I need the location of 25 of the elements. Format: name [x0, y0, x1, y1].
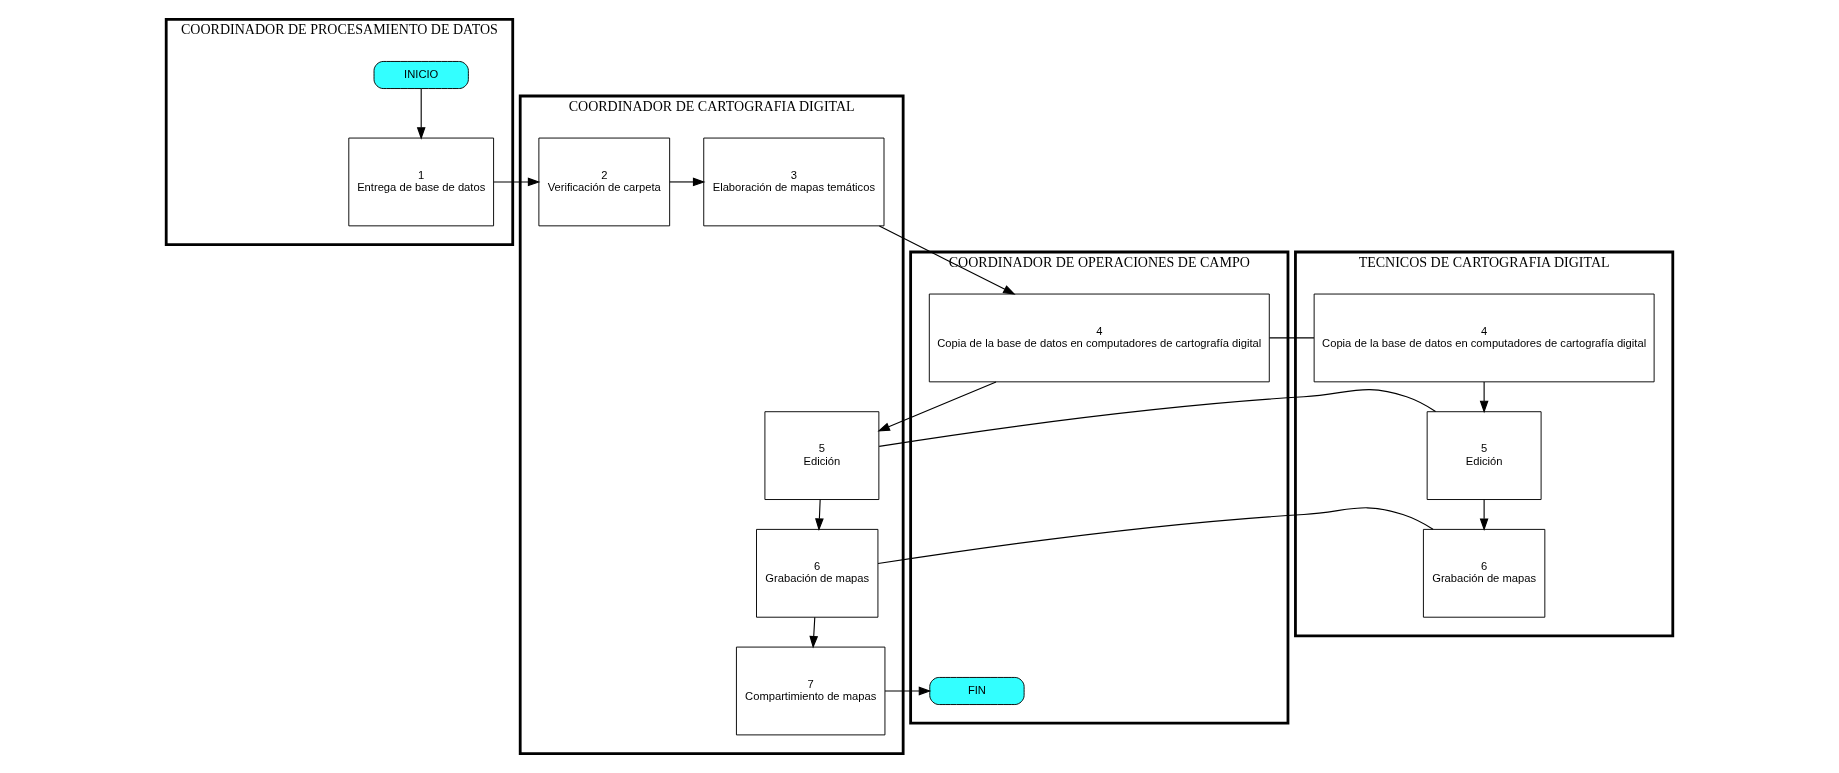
node-box: FIN — [929, 677, 1025, 705]
arrow — [493, 177, 541, 187]
arrow — [809, 616, 819, 649]
node-box: 2 Verificación de carpeta — [538, 137, 671, 227]
arrow — [884, 686, 932, 696]
node-box: 5 Edición — [1426, 411, 1542, 500]
arrow — [878, 225, 1016, 295]
node-box: 7 Compartimiento de mapas — [735, 646, 886, 736]
arrow — [1479, 381, 1489, 414]
node-box: 3 Elaboración de mapas temáticos — [703, 137, 885, 227]
arrow — [815, 499, 824, 531]
arrow — [877, 381, 997, 432]
node-box: 4 Copia de la base de datos en computadores de cartografía digital — [1313, 293, 1655, 383]
connector — [877, 507, 1434, 565]
arrow — [416, 88, 426, 140]
connector — [878, 389, 1437, 447]
node-box: 5 Edición — [764, 411, 880, 500]
arrow — [1479, 499, 1489, 531]
arrow — [669, 177, 706, 187]
node-box: 6 Grabación de mapas — [1422, 528, 1546, 618]
node-box: 1 Entrega de base de datos — [348, 137, 495, 227]
node-box: 4 Copia de la base de datos en computadores de cartografía digital — [928, 293, 1270, 383]
node-box: 6 Grabación de mapas — [756, 528, 879, 618]
connector — [1269, 337, 1315, 339]
node-box: INICIO — [373, 61, 469, 89]
